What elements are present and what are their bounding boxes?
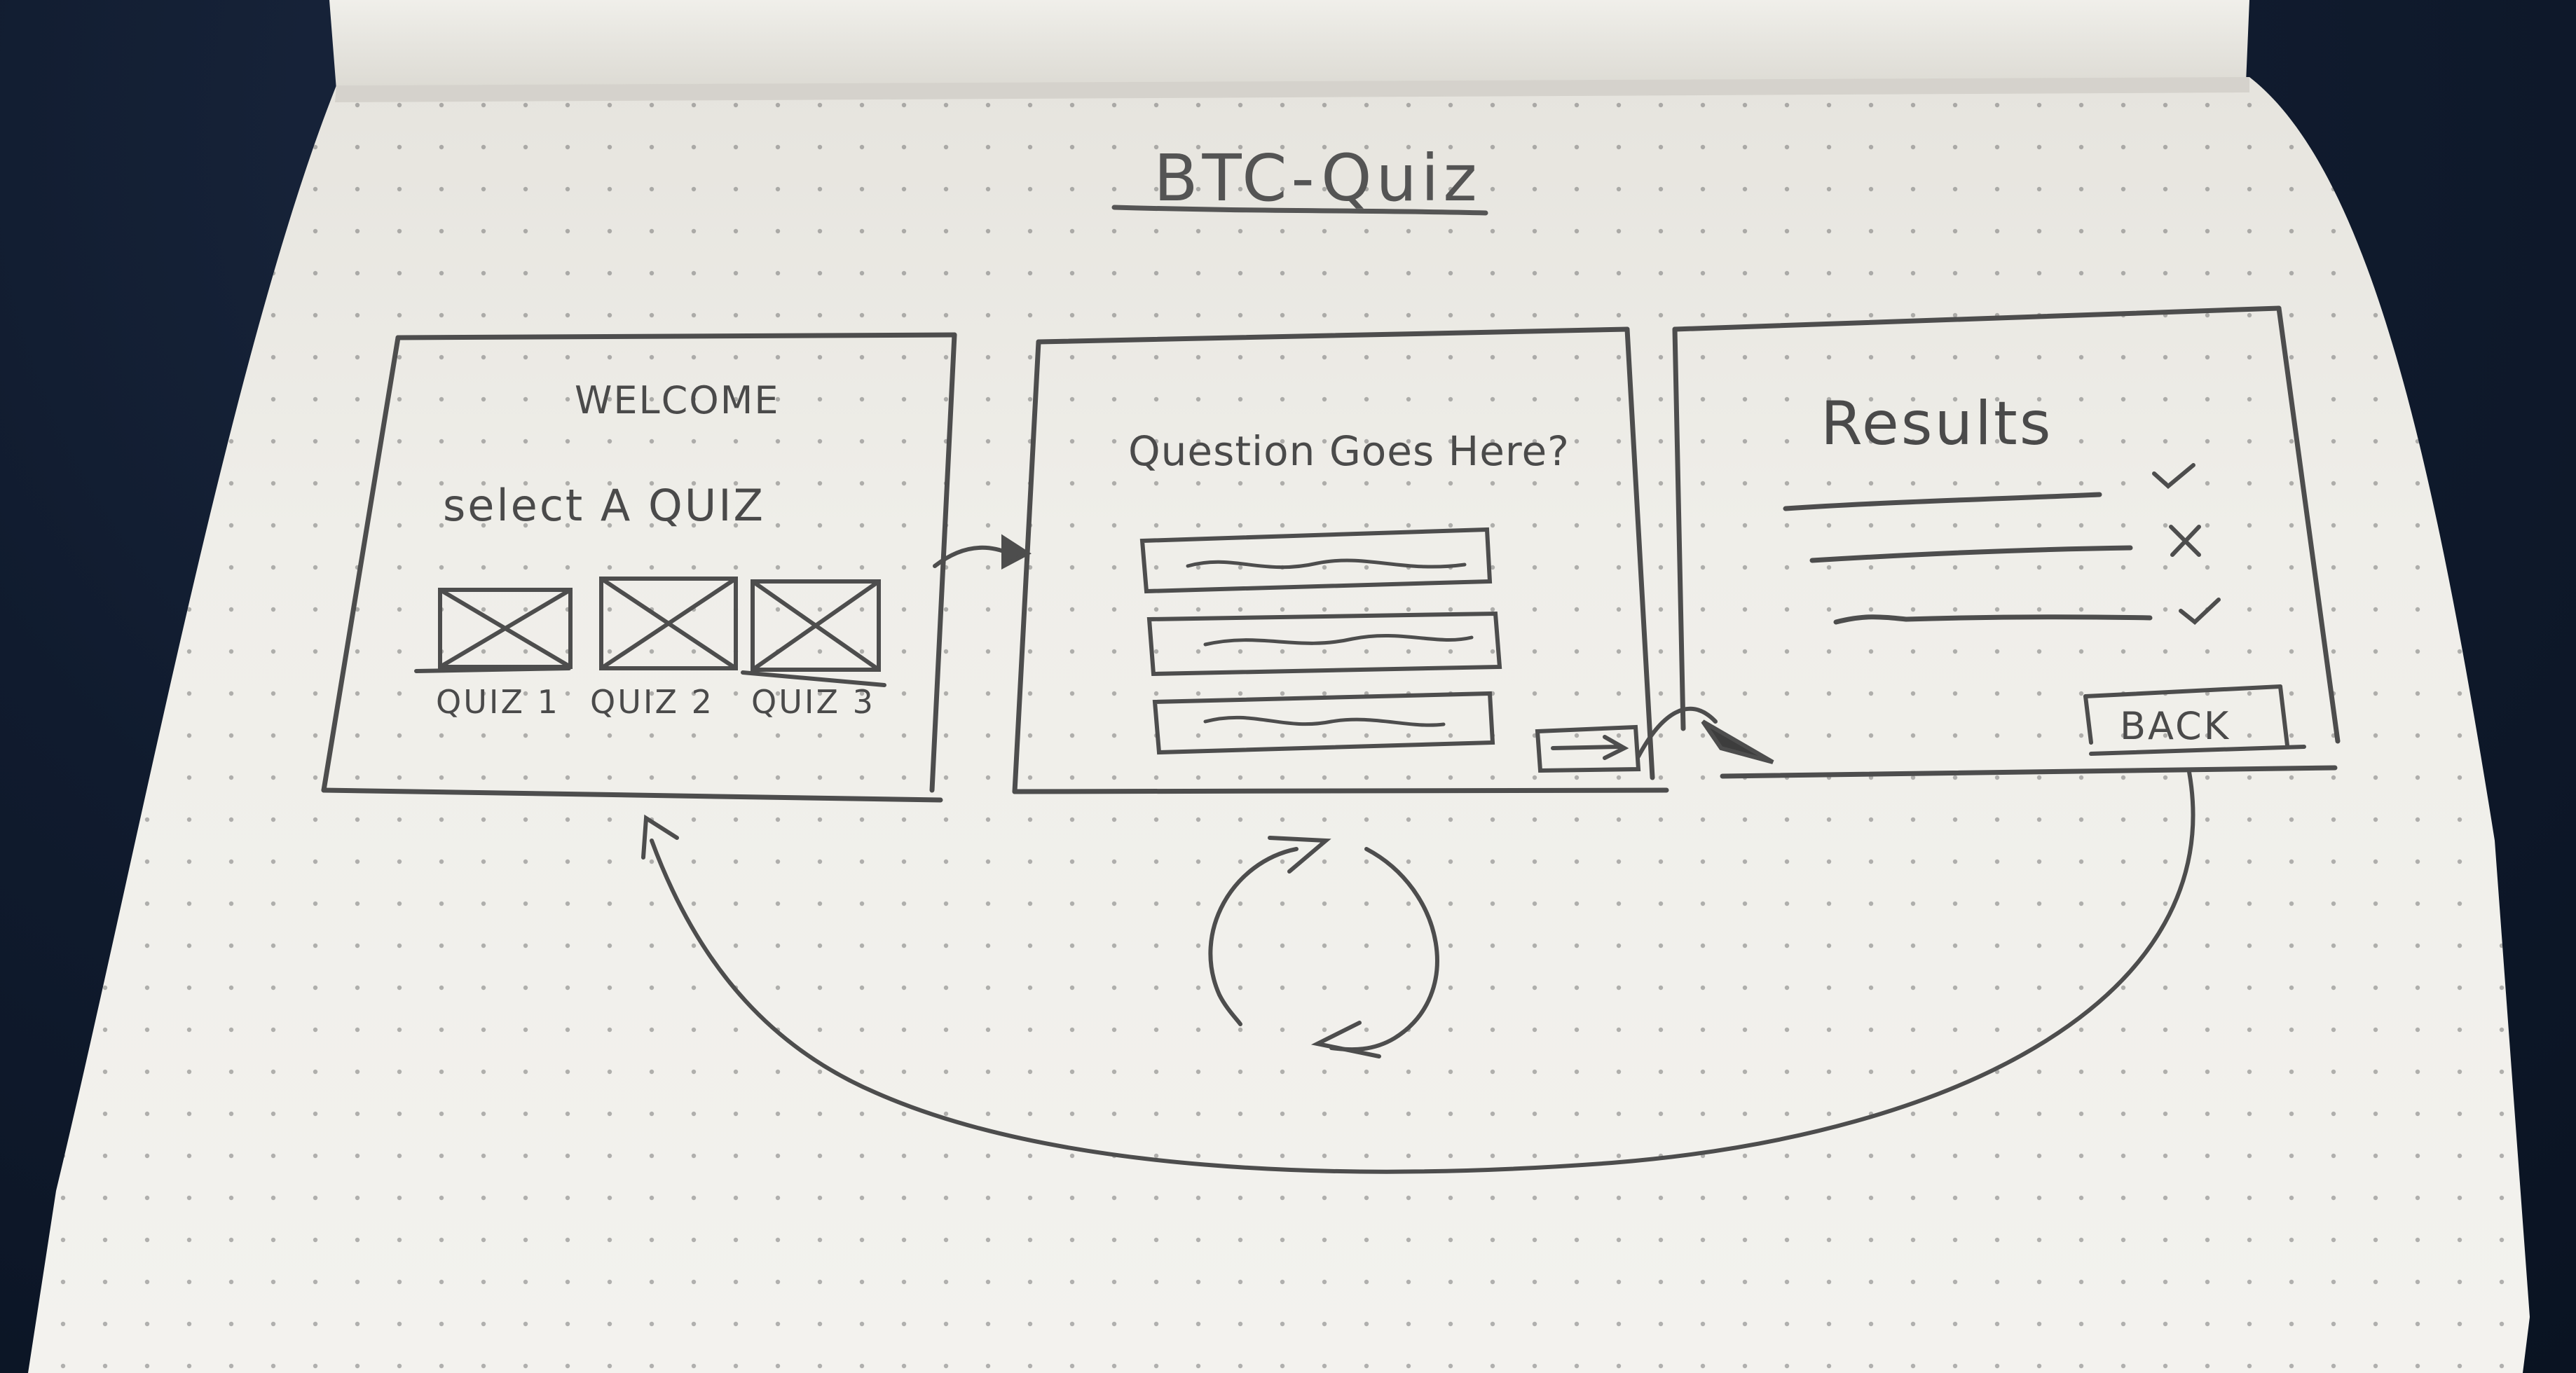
back-button-label: BACK bbox=[2120, 704, 2231, 748]
answer-option-1[interactable] bbox=[1142, 530, 1490, 591]
result-list bbox=[1783, 492, 2153, 625]
quiz-2-placeholder bbox=[599, 577, 738, 670]
results-frame bbox=[1672, 305, 2341, 779]
select-quiz-prompt: select A QUIZ bbox=[443, 480, 765, 531]
arrow-icon bbox=[1636, 706, 1774, 764]
answer-options bbox=[1139, 527, 1502, 755]
quiz-3-placeholder bbox=[741, 579, 886, 687]
question-frame bbox=[1012, 326, 1669, 794]
check-icon bbox=[2179, 598, 2221, 625]
check-icon bbox=[2152, 463, 2195, 489]
quiz-2-label: QUIZ 2 bbox=[590, 683, 714, 721]
result-marks bbox=[2152, 463, 2221, 625]
welcome-heading: WELCOME bbox=[575, 378, 780, 422]
back-button-frame bbox=[2083, 684, 2306, 756]
quiz-1-label: QUIZ 1 bbox=[436, 683, 560, 721]
arrow-icon bbox=[933, 534, 1032, 570]
title-underline bbox=[1111, 205, 1488, 216]
arrow-right-icon bbox=[1551, 735, 1629, 760]
question-text: Question Goes Here? bbox=[1128, 427, 1570, 475]
next-button[interactable] bbox=[1535, 724, 1641, 773]
page-fold bbox=[335, 77, 2249, 102]
answer-option-3[interactable] bbox=[1155, 694, 1493, 752]
results-heading: Results bbox=[1821, 389, 2053, 459]
quiz-1-placeholder bbox=[414, 588, 573, 673]
refresh-cycle-icon bbox=[1208, 836, 1439, 1058]
back-page bbox=[329, 0, 2249, 90]
app-title: BTC-Quiz bbox=[1153, 141, 1481, 216]
quiz-thumbnails bbox=[414, 577, 886, 687]
quiz-3-label: QUIZ 3 bbox=[751, 683, 875, 721]
dot-grid bbox=[28, 77, 2530, 1373]
cross-icon bbox=[2169, 525, 2201, 557]
return-arrow-icon bbox=[641, 770, 2195, 1174]
answer-option-2[interactable] bbox=[1149, 614, 1500, 674]
